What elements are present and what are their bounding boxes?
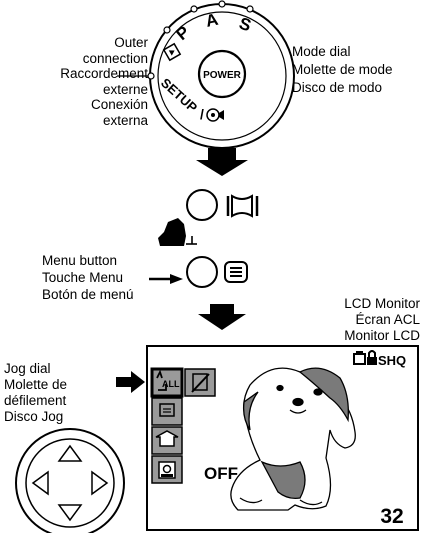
movie-mode-icon bbox=[206, 108, 224, 122]
lcd-monitor-label-fr: Écran ACL bbox=[355, 312, 420, 327]
jog-left-arrow-icon[interactable] bbox=[31, 470, 49, 496]
hand-press-icon bbox=[158, 218, 197, 246]
jog-dial-label-fr: Molette de défilement bbox=[4, 377, 68, 408]
menu-button-label-es: Botón de menú bbox=[42, 287, 134, 302]
menu-tile-card-setup[interactable] bbox=[151, 455, 183, 484]
menu-button-label-en: Menu button bbox=[42, 253, 118, 268]
display-icon bbox=[226, 194, 259, 218]
mode-dial-label-fr: Molette de mode bbox=[292, 62, 393, 77]
menu-tile-print[interactable] bbox=[151, 397, 183, 426]
menu-tile-all-print[interactable]: ALL bbox=[150, 367, 184, 398]
lcd-monitor-label-es: Monitor LCD bbox=[344, 328, 420, 343]
menu-button-pointer-icon bbox=[170, 274, 183, 284]
lcd-monitor-label-en: LCD Monitor bbox=[344, 296, 420, 311]
mode-dial-label-en: Mode dial bbox=[292, 44, 351, 59]
power-button[interactable] bbox=[197, 49, 247, 99]
arrow-right-icon bbox=[116, 371, 145, 393]
menu-tile-all-label: ALL bbox=[162, 379, 180, 389]
arrow-down-icon-2 bbox=[198, 304, 246, 330]
mode-a-label: A bbox=[204, 10, 220, 31]
print-icon bbox=[353, 351, 366, 365]
mode-dial-label-es: Disco de modo bbox=[292, 80, 383, 95]
frame-counter: 32 bbox=[380, 505, 403, 528]
menu-list-icon bbox=[224, 261, 248, 283]
mode-s-label: S bbox=[237, 14, 254, 36]
lcd-status-text: OFF bbox=[204, 464, 238, 483]
mode-slash-label: / bbox=[200, 106, 204, 122]
menu-button[interactable] bbox=[186, 256, 218, 288]
circle-button-icon[interactable] bbox=[186, 189, 218, 221]
menu-tile-rotate[interactable] bbox=[151, 426, 183, 455]
outer-connection-label-es: Conexión externa bbox=[90, 97, 148, 128]
outer-connection-label-fr: Raccordement externe bbox=[60, 66, 148, 97]
dog-illustration bbox=[230, 367, 356, 511]
menu-tile-dpof[interactable] bbox=[184, 368, 216, 397]
jog-down-arrow-icon[interactable] bbox=[57, 504, 83, 522]
power-button-label: POWER bbox=[203, 70, 242, 81]
outer-connection-label-en: Outer connection bbox=[82, 35, 148, 66]
menu-button-label-fr: Touche Menu bbox=[42, 270, 124, 285]
jog-dial-icon[interactable] bbox=[15, 428, 125, 533]
quality-indicator: SHQ bbox=[378, 353, 406, 368]
jog-dial-label-es: Disco Jog bbox=[4, 409, 64, 424]
playback-mode-icon bbox=[162, 42, 182, 62]
jog-right-arrow-icon[interactable] bbox=[91, 470, 109, 496]
jog-dial-label-en: Jog dial bbox=[4, 361, 51, 376]
mode-dial[interactable]: POWER P A S SETUP / bbox=[147, 0, 295, 149]
arrow-down-icon bbox=[196, 148, 248, 176]
lock-icon bbox=[367, 350, 377, 365]
jog-up-arrow-icon[interactable] bbox=[57, 444, 83, 462]
